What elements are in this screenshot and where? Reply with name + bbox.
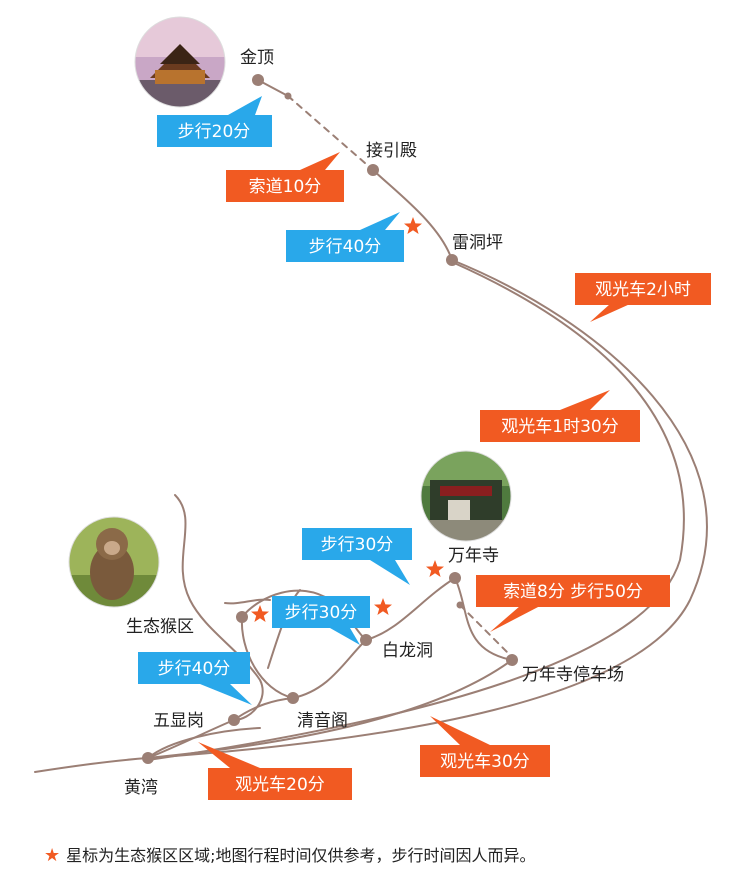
place-bailongdong: 白龙洞 — [382, 641, 433, 661]
star-icon — [251, 605, 269, 622]
node-wanniansi — [449, 572, 461, 584]
route-wannian-parking — [454, 577, 513, 661]
route-lower-left — [147, 727, 261, 759]
route-bailong-wannian — [365, 577, 456, 641]
footnote-text: 星标为生态猴区区域;地图行程时间仅供参考，步行时间因人而异。 — [66, 846, 536, 865]
node-qingyinge — [287, 692, 299, 704]
star-icon — [426, 560, 444, 577]
temple-gate-photo — [421, 451, 511, 541]
node-bailongdong — [360, 634, 372, 646]
svg-text:观光车2小时: 观光车2小时 — [595, 280, 691, 300]
footnote: ★ 星标为生态猴区区域;地图行程时间仅供参考，步行时间因人而异。 — [44, 842, 536, 866]
node-jinding — [252, 74, 264, 86]
golden-temple-photo — [135, 17, 225, 107]
node-wuxiangang — [228, 714, 240, 726]
route-cable-dashed — [287, 95, 374, 171]
svg-text:步行40分: 步行40分 — [309, 237, 382, 257]
label-walk20: 步行20分 — [157, 96, 272, 147]
node-jieyindian — [367, 164, 379, 176]
svg-text:观光车30分: 观光车30分 — [440, 752, 530, 772]
svg-text:观光车20分: 观光车20分 — [235, 775, 325, 795]
place-wanniansi-parking: 万年寺停车场 — [522, 665, 624, 685]
svg-text:索道8分 步行50分: 索道8分 步行50分 — [503, 582, 643, 602]
node-houqu — [236, 611, 248, 623]
route-ground-line — [34, 757, 149, 773]
svg-text:步行30分: 步行30分 — [285, 603, 358, 623]
star-icon — [374, 598, 392, 615]
place-wanniansi: 万年寺 — [448, 546, 499, 566]
label-walk40-top: 步行40分 — [286, 212, 404, 262]
svg-text:步行30分: 步行30分 — [321, 535, 394, 555]
svg-text:步行40分: 步行40分 — [158, 659, 231, 679]
place-huangwan: 黄湾 — [124, 778, 158, 798]
label-cable8-walk50: 索道8分 步行50分 — [476, 575, 670, 632]
star-icon — [404, 217, 422, 234]
place-jinding: 金顶 — [240, 48, 274, 68]
place-wuxiangang: 五显岗 — [153, 711, 204, 731]
node-huangwan — [142, 752, 154, 764]
label-bus30: 观光车30分 — [420, 716, 550, 777]
route-houqu-branch — [224, 598, 271, 605]
star-icon: ★ — [44, 845, 61, 866]
route-qingyin-bailong — [292, 639, 367, 699]
label-bus2h: 观光车2小时 — [575, 273, 711, 322]
route-bus-parking — [147, 659, 513, 759]
label-bus20: 观光车20分 — [198, 742, 352, 800]
node-parking — [506, 654, 518, 666]
label-walk30-b: 步行30分 — [272, 596, 370, 645]
place-shengtaihouqu: 生态猴区 — [126, 617, 194, 637]
label-cable10: 索道10分 — [226, 152, 344, 202]
route-bus-loop-inner — [147, 261, 685, 761]
label-walk40-bottom: 步行40分 — [138, 652, 252, 705]
label-bus1h30: 观光车1时30分 — [480, 390, 640, 442]
place-qingyinge: 清音阁 — [297, 711, 348, 731]
node-wanniansi-cable — [456, 601, 464, 609]
svg-text:步行20分: 步行20分 — [178, 122, 251, 142]
monkey-photo — [69, 517, 159, 607]
svg-text:观光车1时30分: 观光车1时30分 — [501, 417, 618, 437]
route-left-trail — [174, 494, 264, 721]
route-jieyin-leidong — [372, 169, 453, 261]
place-jieyindian: 接引殿 — [366, 141, 417, 161]
node-jinding-cable — [284, 92, 292, 100]
route-parking-dashed — [459, 604, 511, 656]
label-walk30-a: 步行30分 — [302, 528, 412, 585]
place-leidongping: 雷洞坪 — [452, 233, 503, 253]
route-qingyin-houqu — [240, 616, 294, 699]
svg-text:索道10分: 索道10分 — [249, 177, 322, 197]
node-leidongping — [446, 254, 458, 266]
route-bus-loop-outer — [147, 259, 708, 759]
